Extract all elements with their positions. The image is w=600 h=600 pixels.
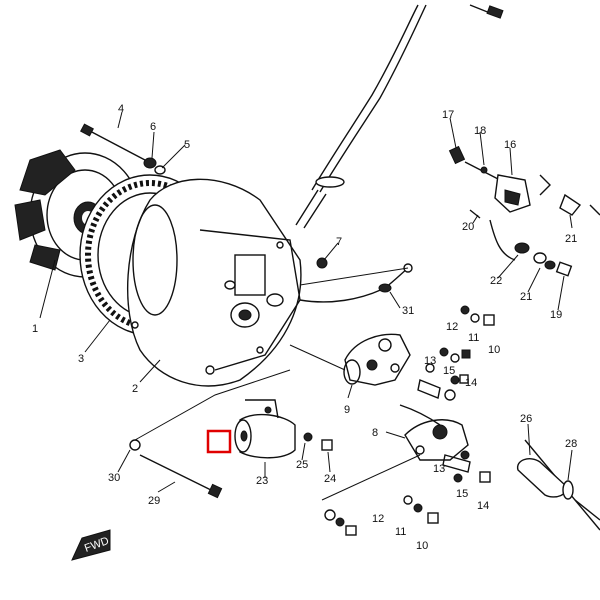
throttle-cable [295, 4, 504, 229]
callout-30: 30 [108, 472, 120, 484]
callout-12b: 12 [372, 513, 384, 525]
callout-11a: 11 [468, 332, 479, 344]
callout-23: 23 [256, 475, 268, 487]
callout-10a: 10 [488, 344, 500, 356]
callout-labels: 4 6 5 1 3 2 7 31 17 18 16 20 21 22 21 19… [32, 103, 577, 552]
leader-lines [39, 111, 573, 493]
callout-7: 7 [336, 236, 342, 248]
callout-4: 4 [118, 103, 124, 115]
callout-15a: 15 [443, 365, 455, 377]
callout-31: 31 [402, 305, 414, 317]
shaft-assembly-26 [516, 439, 600, 531]
fwd-arrow-marker: FWD [71, 529, 111, 561]
callout-21b: 21 [520, 291, 532, 303]
callout-16: 16 [504, 139, 516, 151]
callout-24: 24 [324, 473, 336, 485]
callout-26: 26 [520, 413, 532, 425]
callout-17: 17 [442, 109, 454, 121]
callout-14a: 14 [465, 377, 477, 389]
highlight-box [206, 429, 232, 454]
callout-20: 20 [462, 221, 474, 233]
callout-9: 9 [344, 404, 350, 416]
callout-1: 1 [32, 323, 38, 335]
assembly-lines [134, 267, 421, 501]
nut-7 [316, 257, 328, 269]
callout-15b: 15 [456, 488, 468, 500]
callout-25: 25 [296, 459, 308, 471]
hardware-set-upper [425, 305, 495, 401]
callout-13b: 13 [433, 463, 445, 475]
callout-28: 28 [565, 438, 577, 450]
hardware-set-lower [324, 450, 491, 536]
callout-6: 6 [150, 121, 156, 133]
callout-18: 18 [474, 125, 486, 137]
callout-10b: 10 [416, 540, 428, 552]
lead-wire-31 [299, 263, 413, 303]
bracket-9 [343, 333, 441, 399]
callout-21a: 21 [565, 233, 577, 245]
generator-housing [127, 178, 302, 387]
switch-assembly-16 [448, 145, 600, 277]
callout-5: 5 [184, 139, 190, 151]
callout-14b: 14 [477, 500, 489, 512]
callout-8: 8 [372, 427, 378, 439]
bracket-8 [399, 404, 471, 473]
callout-11b: 11 [395, 526, 406, 538]
callout-12a: 12 [446, 321, 458, 333]
callout-2: 2 [132, 383, 138, 395]
callout-3: 3 [78, 353, 84, 365]
callout-19: 19 [550, 309, 562, 321]
callout-13a: 13 [424, 355, 436, 367]
callout-22: 22 [490, 275, 502, 287]
hardware-24-25 [303, 432, 333, 451]
solenoid-23 [234, 399, 296, 459]
callout-29: 29 [148, 495, 160, 507]
